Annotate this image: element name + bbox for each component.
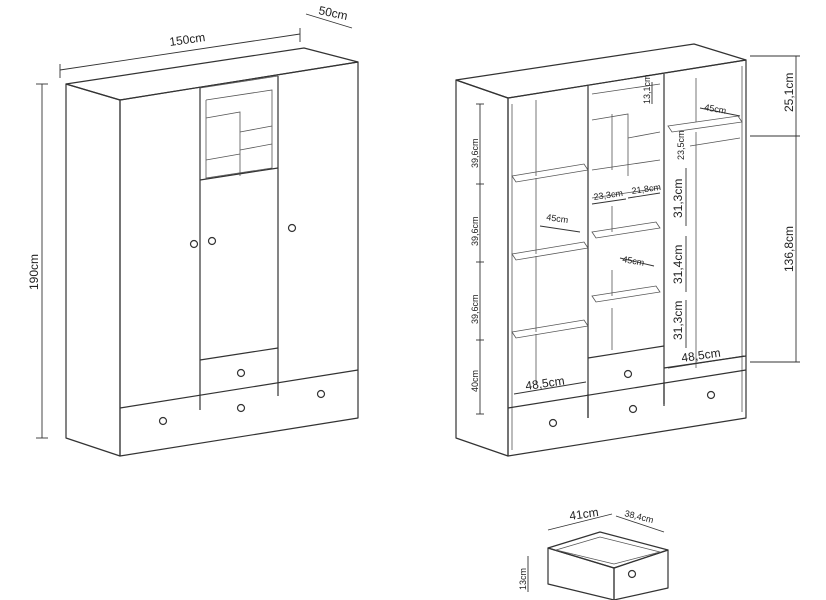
left-depth-label: 45cm bbox=[546, 212, 569, 225]
drawer-knob bbox=[627, 569, 637, 579]
closed-knobs bbox=[158, 223, 326, 426]
closed-wardrobe: 150cm 50cm 190cm bbox=[27, 3, 359, 457]
top-small-label: 13,1cm bbox=[642, 74, 652, 104]
open-wardrobe: 25,1cm 136,8cm 39,6cm 39,6cm 39,6cm 40cm… bbox=[455, 43, 800, 457]
open-dimensions: 25,1cm 136,8cm 39,6cm 39,6cm 39,6cm 40cm… bbox=[470, 55, 800, 415]
mid-small-height-label: 23,5cm bbox=[676, 130, 686, 160]
drawer-height-label: 13cm bbox=[518, 568, 528, 590]
left-shelf-2-label: 39,6cm bbox=[470, 216, 480, 246]
closed-width-label: 150cm bbox=[168, 30, 206, 49]
mid-small-width-2-label: 21,8cm bbox=[631, 182, 662, 196]
mid-shelf-2-label: 31,4cm bbox=[671, 245, 685, 284]
open-drawers bbox=[507, 369, 747, 428]
mid-shelf-1-label: 31,3cm bbox=[671, 179, 685, 218]
left-shelf-3-label: 39,6cm bbox=[470, 294, 480, 324]
drawer-depth-label: 38,4cm bbox=[624, 508, 655, 525]
left-shelves bbox=[511, 100, 589, 384]
mid-shelf-3-label: 31,3cm bbox=[671, 301, 685, 340]
lower-section-label: 136,8cm bbox=[782, 226, 796, 272]
mid-small-width-label: 23,3cm bbox=[593, 188, 624, 202]
top-section-label: 25,1cm bbox=[782, 73, 796, 112]
left-width-label: 48,5cm bbox=[524, 374, 565, 393]
left-bottom-label: 40cm bbox=[470, 370, 480, 392]
closed-doors bbox=[119, 75, 359, 410]
closed-depth-label: 50cm bbox=[317, 3, 349, 23]
middle-shelves bbox=[587, 83, 665, 359]
closed-dimensions: 150cm 50cm 190cm bbox=[27, 3, 353, 439]
mid-depth-label: 45cm bbox=[622, 254, 645, 268]
drawer-width-label: 41cm bbox=[568, 505, 599, 523]
right-depth-label: 45cm bbox=[704, 102, 727, 116]
closed-height-label: 190cm bbox=[27, 254, 41, 290]
left-shelf-1-label: 39,6cm bbox=[470, 138, 480, 168]
drawer-detail: 41cm 38,4cm 13cm bbox=[518, 505, 669, 600]
right-width-label: 48,5cm bbox=[680, 346, 721, 365]
